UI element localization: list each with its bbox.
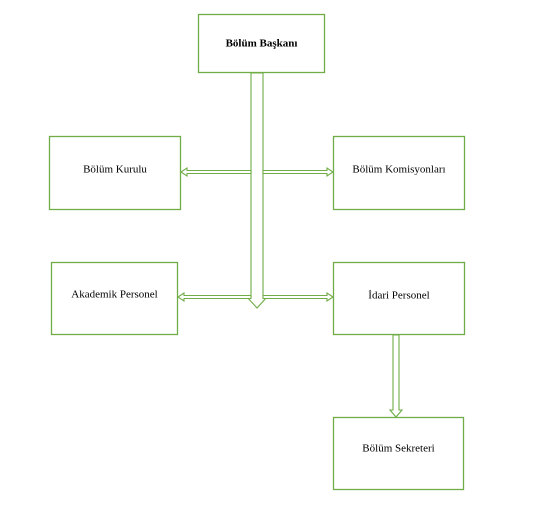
node-academic: Akademik Personel [50, 261, 179, 336]
arrow-to-commissions [262, 166, 334, 178]
connectors [177, 72, 404, 418]
arrow-to-academic [177, 291, 252, 303]
arrow-to-council [180, 166, 252, 178]
node-academic-label: Akademik Personel [71, 289, 157, 301]
node-admin: İdari Personel [332, 261, 466, 336]
arrow-to-admin [262, 291, 334, 303]
node-head: Bölüm Başkanı [197, 13, 326, 74]
node-secretary-label: Bölüm Sekreteri [362, 443, 434, 455]
main-vertical-arrow [245, 72, 269, 309]
node-commissions-label: Bölüm Komisyonları [352, 164, 445, 176]
node-secretary: Bölüm Sekreteri [332, 416, 465, 491]
node-head-label: Bölüm Başkanı [226, 38, 298, 50]
arrow-to-secretary [388, 334, 404, 418]
node-council-label: Bölüm Kurulu [83, 164, 147, 176]
node-admin-label: İdari Personel [368, 290, 429, 302]
node-council: Bölüm Kurulu [48, 135, 182, 211]
node-commissions: Bölüm Komisyonları [332, 135, 466, 211]
